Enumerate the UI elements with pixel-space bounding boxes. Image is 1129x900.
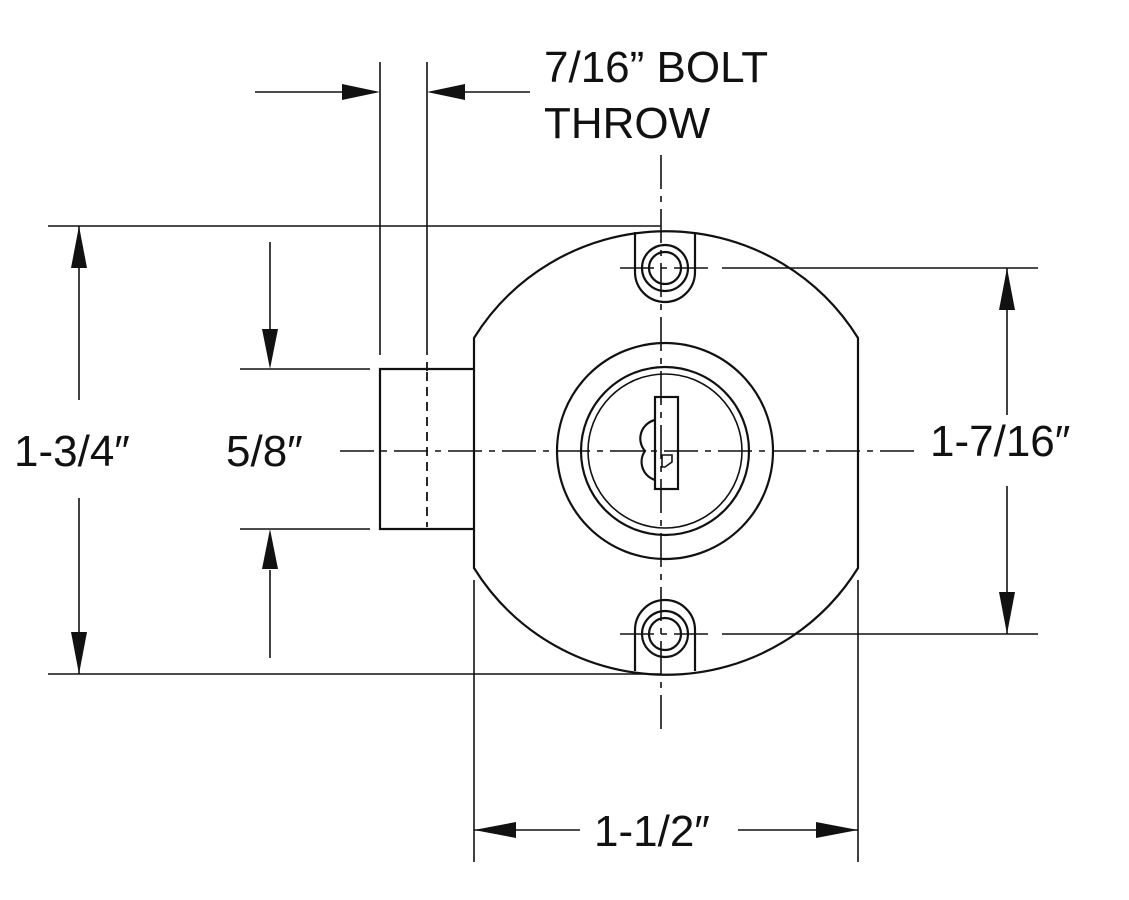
bolt-height-label: 5/8″ — [226, 427, 303, 476]
overall-height-label: 1-3/4″ — [14, 427, 130, 476]
bolt-height-dimension — [240, 242, 370, 658]
body-width-label: 1-1/2″ — [594, 807, 710, 856]
screw-spacing-dimension — [722, 267, 1038, 635]
bolt — [378, 362, 474, 531]
body-width-dimension — [473, 580, 859, 862]
bottom-screw — [633, 598, 697, 671]
screw-spacing-label: 1-7/16″ — [930, 417, 1070, 466]
overall-height-dimension — [48, 225, 661, 675]
lock-body — [472, 230, 860, 676]
center-lines — [340, 155, 915, 735]
top-screw — [633, 232, 697, 304]
bolt-throw-label-line2: THROW — [544, 99, 711, 148]
bolt-throw-dimension — [255, 62, 530, 355]
bolt-throw-label-line1: 7/16” BOLT — [544, 43, 768, 92]
